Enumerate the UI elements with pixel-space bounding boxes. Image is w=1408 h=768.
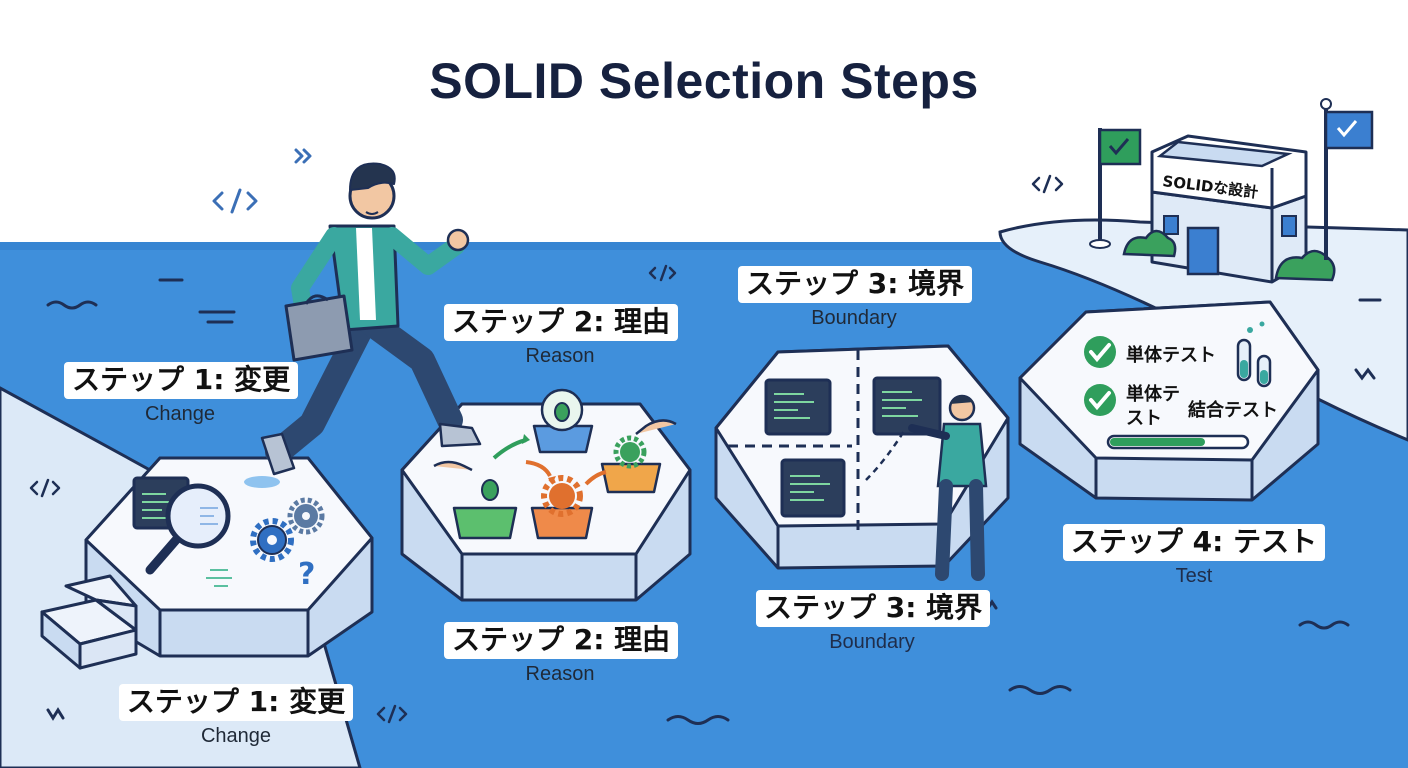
platform-3 <box>714 344 1010 581</box>
step2-title-upper: ステップ 2: 理由 <box>444 304 679 341</box>
step3-label-lower: ステップ 3: 境界 Boundary <box>756 590 991 654</box>
step1-subtitle-upper: Change <box>144 403 216 425</box>
step3-title-upper: ステップ 3: 境界 <box>738 266 973 303</box>
test-item-unit-2a: 単体テ <box>1126 383 1180 405</box>
step1-title-lower: ステップ 1: 変更 <box>118 684 354 721</box>
jumping-person <box>244 162 482 488</box>
step3-subtitle-lower: Boundary <box>829 631 915 653</box>
step2-subtitle-lower: Reason <box>525 663 595 685</box>
flags <box>1089 98 1374 260</box>
svg-text:?: ? <box>298 557 315 592</box>
step2-label-lower: ステップ 2: 理由 Reason <box>444 622 679 686</box>
step2-subtitle-upper: Reason <box>525 345 595 367</box>
code-glyphs <box>29 148 1064 724</box>
water-ripples <box>46 278 1382 725</box>
step3-subtitle-upper: Boundary <box>811 307 897 329</box>
test-item-unit: 単体テスト <box>1126 344 1216 366</box>
step1-title-upper: ステップ 1: 変更 <box>64 362 299 399</box>
platform-2 <box>400 388 692 602</box>
step1-label-lower: ステップ 1: 変更 Change <box>116 684 356 748</box>
platform-4: 単体テスト 単体テ スト 結合テスト <box>1018 300 1320 502</box>
test-item-integration: 結合テスト <box>1188 399 1278 421</box>
page-title: SOLID Selection Steps <box>429 53 979 109</box>
solid-building: SOLIDな設計 <box>1122 134 1336 284</box>
step3-title-lower: ステップ 3: 境界 <box>756 590 991 627</box>
step2-label-upper: ステップ 2: 理由 Reason <box>444 304 679 368</box>
test-progress-fill <box>1110 438 1205 446</box>
test-item-unit-2b: スト <box>1126 408 1162 429</box>
step1-subtitle-lower: Change <box>200 725 272 747</box>
step2-title-lower: ステップ 2: 理由 <box>444 622 679 659</box>
step4-title: ステップ 4: テスト <box>1062 524 1326 561</box>
step4-label: ステップ 4: テスト Test <box>1056 524 1332 588</box>
platform-1: ? <box>40 456 374 670</box>
step1-label-upper: ステップ 1: 変更 Change <box>64 362 299 426</box>
step4-subtitle: Test <box>1175 565 1213 587</box>
step3-label-upper: ステップ 3: 境界 Boundary <box>738 266 973 330</box>
